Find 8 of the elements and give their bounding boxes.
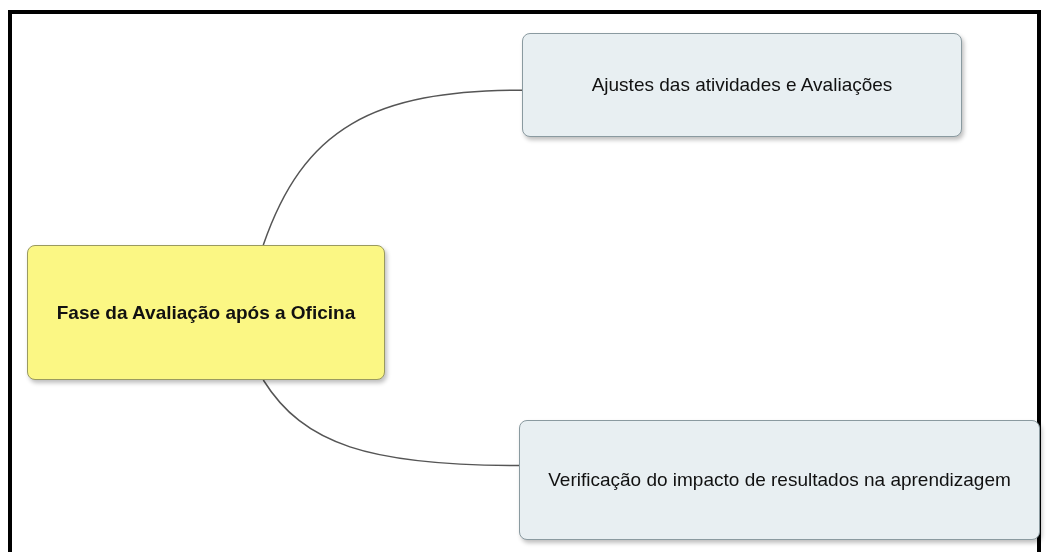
connector-curve [262,89,523,246]
topic-label: Fase da Avaliação após a Oficina [56,301,356,324]
central-topic-box [27,245,385,380]
connector-curve [262,379,520,467]
topic-label: Ajustes das atividades e Avaliações [591,74,893,96]
subtopic-box [522,33,962,137]
subtopic-box [519,420,1040,540]
topic-label: Verificação do impacto de resultados na aprendizagem [548,469,1011,491]
